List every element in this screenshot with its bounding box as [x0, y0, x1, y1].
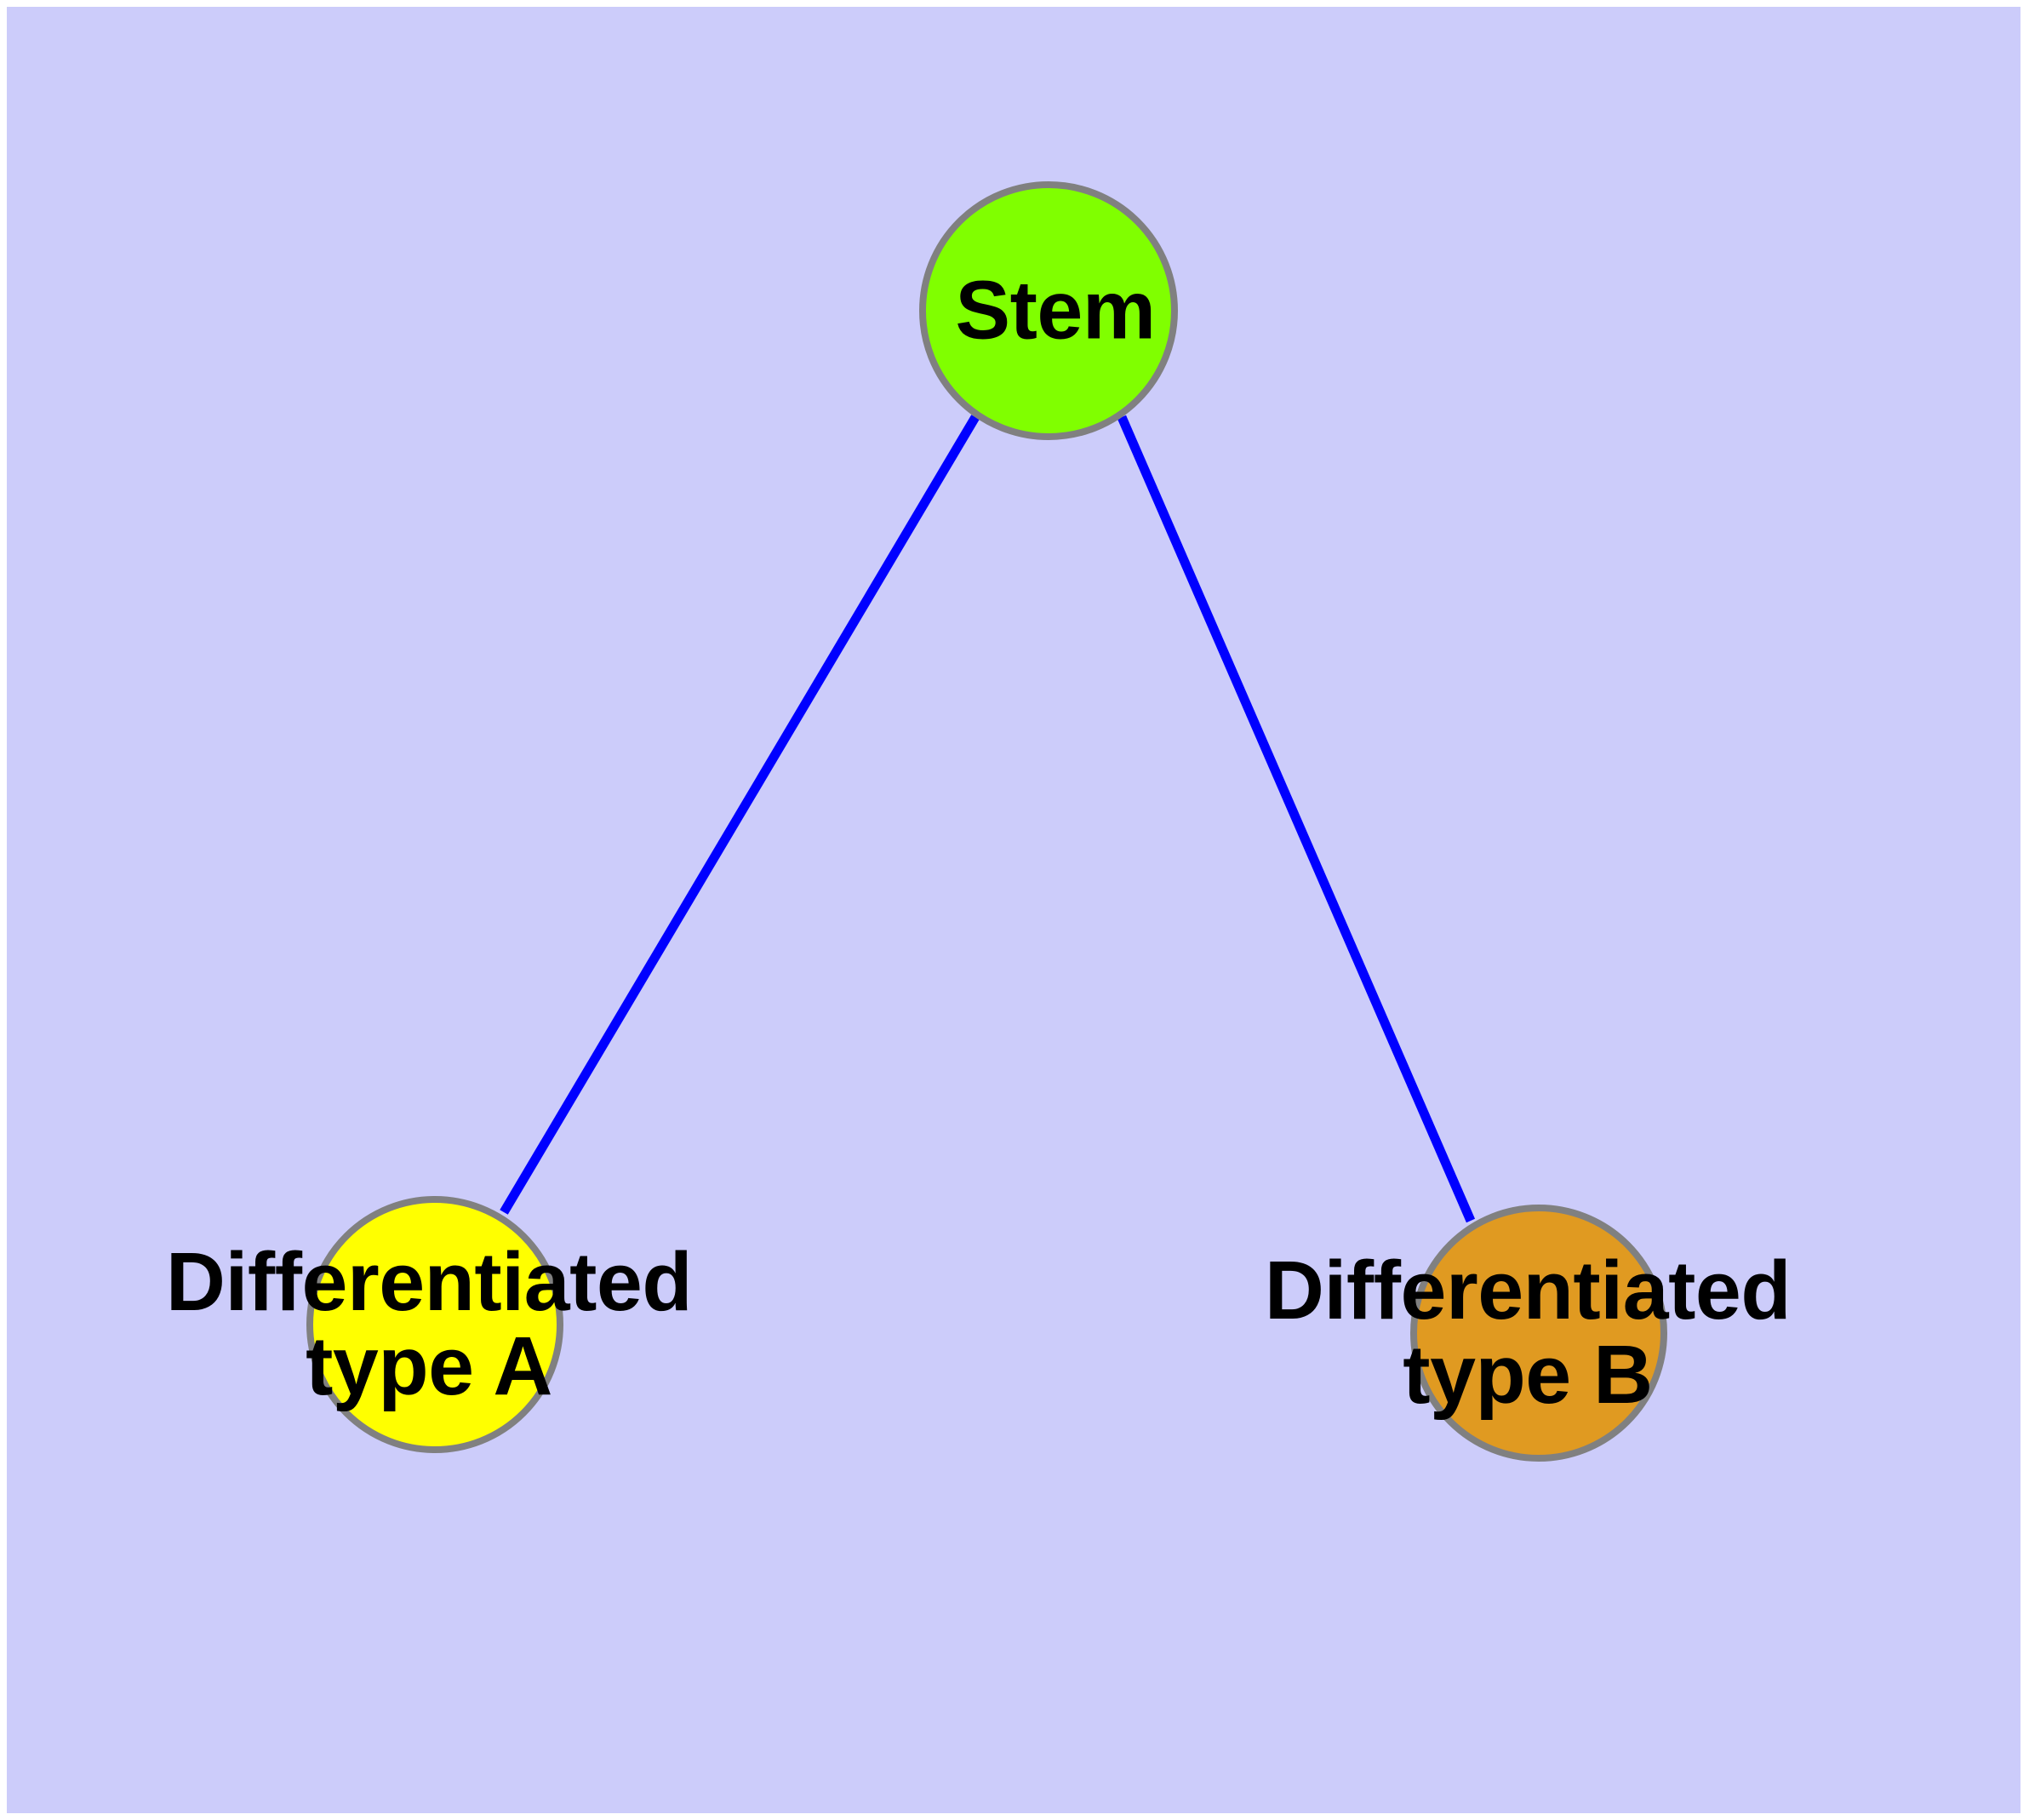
- node-differentiated-type-a-label-line2: type A: [306, 1319, 552, 1412]
- node-stem-label: Stem: [955, 263, 1156, 357]
- node-differentiated-type-b-label-line2: type B: [1403, 1328, 1653, 1421]
- node-differentiated-type-a-label-line1: Differentiated: [165, 1235, 693, 1329]
- node-differentiated-type-b-label: Differentiated type B: [1264, 1244, 1792, 1421]
- graph-plot-area: Stem Differentiated type A Differentiate…: [7, 7, 2020, 1813]
- node-differentiated-type-b-label-line1: Differentiated: [1264, 1244, 1792, 1337]
- node-stem[interactable]: [919, 181, 1178, 440]
- node-differentiated-type-b[interactable]: [1410, 1205, 1667, 1462]
- node-differentiated-type-a[interactable]: [306, 1196, 563, 1453]
- node-differentiated-type-a-label: Differentiated type A: [165, 1235, 693, 1412]
- edge-stem-to-differentiated-type-b: [1117, 415, 1476, 1223]
- edge-stem-to-differentiated-type-a: [500, 415, 980, 1215]
